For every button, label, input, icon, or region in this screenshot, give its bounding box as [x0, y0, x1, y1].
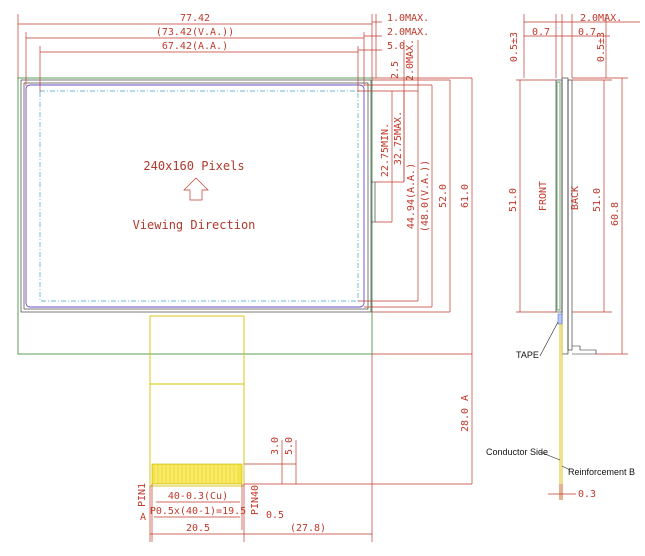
dim-aa-width: 67.42(A.A.) — [162, 41, 228, 52]
bottom-dimensions: PIN1 A PIN40 40-0.3(Cu) P0.5x(40-1)=19.5… — [137, 354, 373, 542]
dim-3-0: 3.0 — [270, 437, 281, 455]
dim-40-pins: 40-0.3(Cu) — [168, 491, 228, 502]
dim-a-marker: A — [460, 395, 471, 401]
contact-pad-lines — [155, 465, 237, 483]
dim-61: 61.0 — [460, 184, 471, 208]
dim-52: 52.0 — [438, 184, 449, 208]
up-arrow-outline-icon — [183, 177, 209, 201]
right-dimensions: 2.5 2.0MAX. 22.75MIN. 32.75MAX. 44.94(A.… — [244, 39, 473, 485]
side-dim-2max: 2.0MAX. — [580, 13, 622, 24]
side-dim-0-3: 0.3 — [578, 489, 596, 500]
side-dim-0-5-right: 0.5±3 — [596, 32, 607, 62]
dim-32-75: 32.75MAX. — [393, 111, 404, 165]
viewing-direction-label: Viewing Direction — [133, 218, 256, 232]
side-dim-60-8: 60.8 — [610, 202, 621, 226]
tape-label: TAPE — [516, 350, 539, 360]
front-label: FRONT — [538, 181, 549, 211]
dim-va-width: (73.42(V.A.)) — [156, 27, 234, 38]
dim-28: 28.0 — [460, 408, 471, 432]
side-panel-glass — [556, 81, 561, 311]
front-view: 240x160 Pixels Viewing Direction — [17, 13, 473, 542]
tape — [557, 313, 563, 325]
dim-1max: 1.0MAX. — [387, 13, 429, 24]
side-dim-0-7-right: 0.7 — [578, 27, 596, 38]
dim-0-5: 0.5 — [266, 510, 284, 521]
dim-22-75: 22.75MIN. — [380, 123, 391, 177]
side-view: 2.0MAX. 0.7 0.7 0.5±3 0.5±3 51.0 FRONT B… — [486, 13, 640, 500]
active-area — [39, 90, 359, 302]
viewing-area — [25, 84, 365, 308]
fpc-tail — [149, 315, 245, 487]
side-dim-0-5-left: 0.5±3 — [509, 32, 520, 62]
dim-overall-width: 77.42 — [180, 13, 210, 24]
dim-44-94: 44.94(A.A.) — [406, 163, 417, 229]
dim-2max-vertical: 2.0MAX. — [405, 39, 416, 81]
dim-48: (48.0(V.A.)) — [420, 160, 431, 232]
dim-2-5: 2.5 — [390, 61, 401, 79]
back-label: BACK — [570, 186, 581, 210]
pin40-label: PIN40 — [250, 485, 261, 515]
side-dim-51-right: 51.0 — [592, 188, 603, 212]
bezel-outline — [20, 79, 372, 313]
dim-20-5: 20.5 — [186, 523, 210, 534]
dim-27-8: (27.8) — [290, 523, 326, 534]
side-dim-0-7-left: 0.7 — [532, 27, 550, 38]
top-dimensions: 77.42 (73.42(V.A.)) 67.42(A.A.) 1.0MAX. … — [17, 13, 429, 92]
dim-5-0: 5.0 — [284, 437, 295, 455]
dim-5: 5.0 — [387, 41, 405, 52]
bezel-inner — [23, 82, 369, 310]
reinforcement-label: Reinforcement B — [568, 467, 635, 477]
module-outline — [17, 77, 373, 355]
pixel-resolution-label: 240x160 Pixels — [143, 159, 244, 173]
pin1-label: PIN1 — [137, 483, 148, 507]
side-dim-51-left: 51.0 — [508, 188, 519, 212]
dim-2max: 2.0MAX. — [387, 27, 429, 38]
side-panel-back — [561, 77, 569, 355]
pin-a-marker: A — [140, 512, 146, 523]
fpc-contact-pads — [151, 463, 243, 485]
conductor-side-label: Conductor Side — [486, 447, 548, 457]
dim-pitch: P0.5x(40-1)=19.5 — [150, 506, 246, 517]
